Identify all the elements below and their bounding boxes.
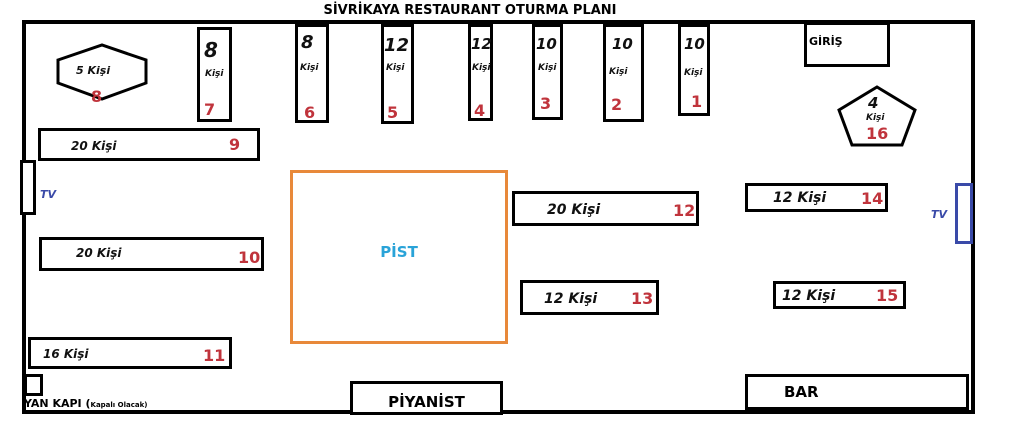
table-7-capacity: 8: [204, 38, 218, 62]
kisi-label: Kişi: [866, 113, 885, 123]
table-8-capacity: 5 Kişi: [76, 64, 111, 77]
table-5-number: 5: [387, 103, 399, 122]
table-11-number: 11: [203, 346, 226, 365]
table-2-number: 2: [611, 95, 623, 114]
table-1-capacity: 10: [684, 35, 705, 53]
table-16-pentagon: [837, 85, 917, 147]
table-13-capacity: 12 Kişi: [544, 291, 598, 307]
table-15: 12 Kişi 15: [773, 281, 906, 309]
table-7: 8 Kişi 7: [197, 27, 232, 122]
table-3: 10 Kişi 3: [532, 24, 563, 120]
kisi-label: Kişi: [538, 63, 557, 73]
side-door-label: YAN KAPI (Kapalı Olacak): [24, 397, 147, 410]
entrance: GİRİŞ: [804, 22, 890, 67]
table-11-capacity: 16 Kişi: [43, 347, 89, 361]
pianist-stage: PİYANİST: [350, 381, 503, 415]
table-12-capacity: 20 Kişi: [547, 202, 601, 218]
table-7-number: 7: [204, 100, 216, 119]
table-8-number: 8: [91, 87, 103, 106]
table-4-capacity: 12: [471, 35, 492, 53]
side-door-note: Kapalı Olacak): [90, 401, 148, 409]
table-4: 12 Kişi 4: [468, 24, 493, 121]
kisi-label: Kişi: [609, 67, 628, 77]
table-16-number: 16: [866, 124, 889, 143]
table-6: 8 Kişi 6: [295, 24, 329, 123]
bar: BAR: [745, 374, 969, 410]
table-3-capacity: 10: [536, 35, 557, 53]
plan-title: SİVRİKAYA RESTAURANT OTURMA PLANI: [323, 3, 617, 18]
side-door-text: YAN KAPI (: [24, 397, 91, 410]
side-door: [24, 374, 43, 396]
table-15-capacity: 12 Kişi: [782, 288, 836, 304]
table-6-capacity: 8: [301, 32, 314, 53]
table-13: 12 Kişi 13: [520, 280, 659, 315]
table-5-capacity: 12: [384, 35, 410, 56]
table-1: 10 Kişi 1: [678, 24, 710, 116]
table-9-number: 9: [229, 135, 241, 154]
table-8-hexagon: [56, 43, 148, 101]
dance-floor-label: PİST: [380, 243, 418, 261]
table-9-capacity: 20 Kişi: [71, 139, 117, 153]
kisi-label: Kişi: [386, 63, 405, 73]
kisi-label: Kişi: [300, 63, 319, 73]
table-4-number: 4: [474, 101, 486, 120]
table-11: 16 Kişi 11: [28, 337, 232, 369]
table-13-number: 13: [631, 289, 654, 308]
table-2-capacity: 10: [612, 35, 633, 53]
table-1-number: 1: [691, 92, 703, 111]
tv-right: [955, 183, 973, 244]
tv-left: [20, 160, 36, 215]
table-10-number: 10: [238, 248, 261, 267]
table-12: 20 Kişi 12: [512, 191, 699, 226]
table-9: 20 Kişi 9: [38, 128, 260, 161]
table-10-capacity: 20 Kişi: [76, 246, 122, 260]
table-16-capacity: 4: [868, 94, 879, 112]
kisi-label: Kişi: [472, 63, 491, 73]
entrance-label: GİRİŞ: [809, 35, 843, 48]
bar-label: BAR: [784, 383, 819, 401]
table-5: 12 Kişi 5: [381, 24, 414, 124]
table-15-number: 15: [876, 286, 899, 305]
table-3-number: 3: [540, 94, 552, 113]
table-10: 20 Kişi 10: [39, 237, 264, 271]
table-12-number: 12: [673, 201, 696, 220]
kisi-label: Kişi: [684, 68, 703, 78]
tv-left-label: TV: [40, 188, 57, 201]
table-14-capacity: 12 Kişi: [773, 190, 827, 206]
kisi-label: Kişi: [205, 69, 224, 79]
table-14-number: 14: [861, 189, 884, 208]
table-2: 10 Kişi 2: [603, 24, 644, 122]
table-6-number: 6: [304, 103, 316, 122]
table-14: 12 Kişi 14: [745, 183, 888, 212]
dance-floor: PİST: [290, 170, 508, 344]
pianist-label: PİYANİST: [388, 393, 465, 411]
tv-right-label: TV: [931, 208, 948, 221]
